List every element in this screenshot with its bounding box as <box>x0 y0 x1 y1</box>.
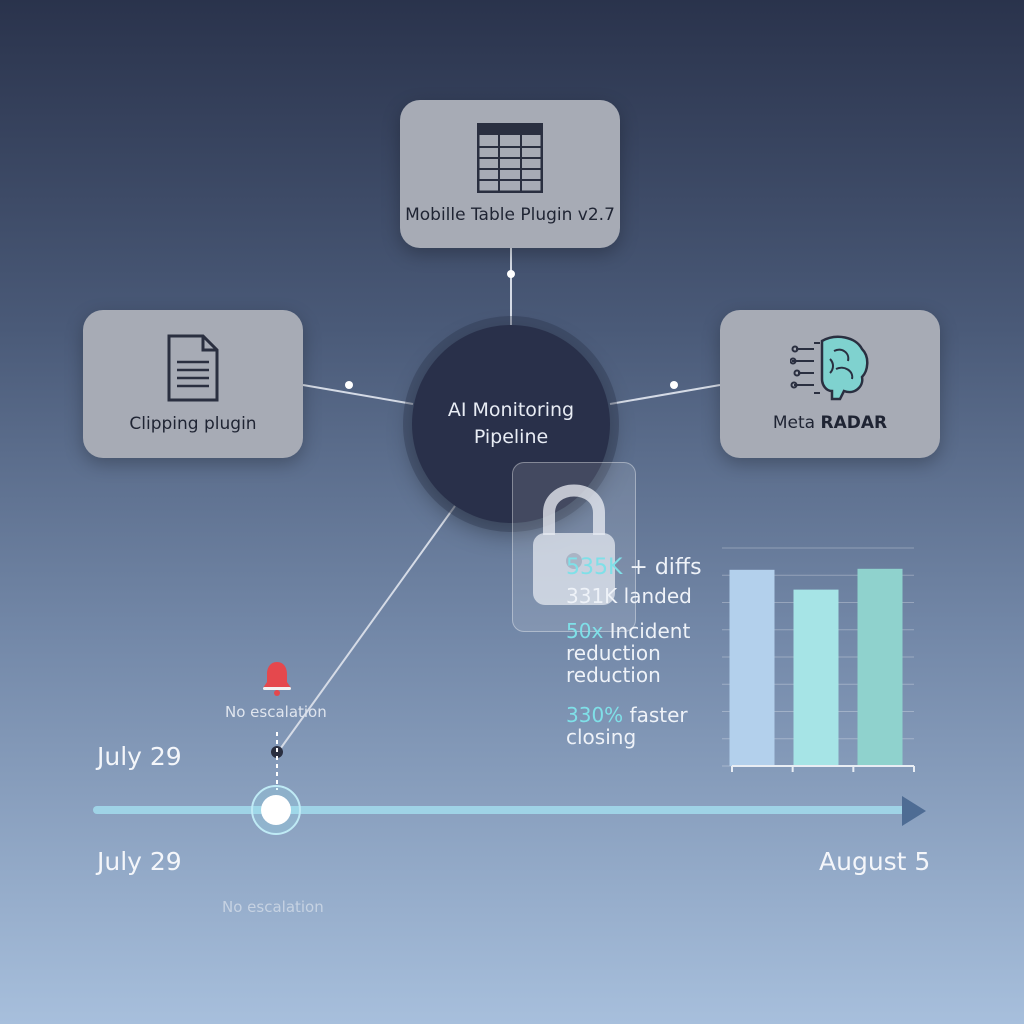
ai-monitoring-hub[interactable]: AI Monitoring Pipeline <box>412 325 610 523</box>
incident-stat-value: 50x <box>566 619 604 643</box>
faster-stat-line2: closing <box>566 725 637 749</box>
meta-radar-node[interactable]: Meta RADAR <box>720 310 940 458</box>
date-label-start: July 29 <box>97 847 182 876</box>
landed-stat: 331K landed <box>566 584 692 608</box>
bell-icon <box>262 660 292 696</box>
no-escalation-note-top: No escalation <box>225 703 327 721</box>
chart-bar <box>729 569 775 766</box>
bar-chart <box>722 547 915 772</box>
incident-stat-label: Incident <box>603 619 691 643</box>
document-icon <box>167 334 219 402</box>
chart-bar <box>793 589 839 766</box>
clipping-plugin-label: Clipping plugin <box>129 414 257 434</box>
clipping-plugin-node[interactable]: Clipping plugin <box>83 310 303 458</box>
lock-icon <box>533 484 615 605</box>
no-escalation-note-bottom: No escalation <box>222 898 324 916</box>
timeline-marker[interactable] <box>250 784 302 836</box>
chart-bar <box>857 568 903 766</box>
diffs-stat-value: 535K <box>566 555 623 580</box>
faster-stat-label: faster <box>623 703 688 727</box>
meta-radar-label-prefix: Meta <box>772 413 821 433</box>
faster-stat: 330% faster closing <box>566 704 688 748</box>
date-label-end: August 5 <box>819 847 931 876</box>
table-icon <box>477 123 543 193</box>
brain-circuit-icon <box>790 335 869 401</box>
meta-radar-label: Meta RADAR <box>773 413 887 433</box>
table-plugin-label: Mobille Table Plugin v2.7 <box>405 205 615 225</box>
meta-radar-label-bold: RADAR <box>820 413 888 433</box>
hub-label: AI Monitoring Pipeline <box>447 399 575 448</box>
timeline-axis <box>93 796 926 826</box>
diffs-stat-label: + diffs <box>622 555 702 580</box>
diffs-stat: 535K + diffs <box>566 557 702 579</box>
incident-stat: 50x Incident reduction reduction <box>566 620 690 686</box>
incident-stat-line3: reduction <box>566 663 661 687</box>
incident-stat-line2: reduction <box>566 641 661 665</box>
faster-stat-value: 330% <box>566 703 624 727</box>
date-label-top: July 29 <box>97 742 182 771</box>
table-plugin-node[interactable]: Mobille Table Plugin v2.7 <box>400 100 620 248</box>
lock-panel <box>512 462 636 632</box>
